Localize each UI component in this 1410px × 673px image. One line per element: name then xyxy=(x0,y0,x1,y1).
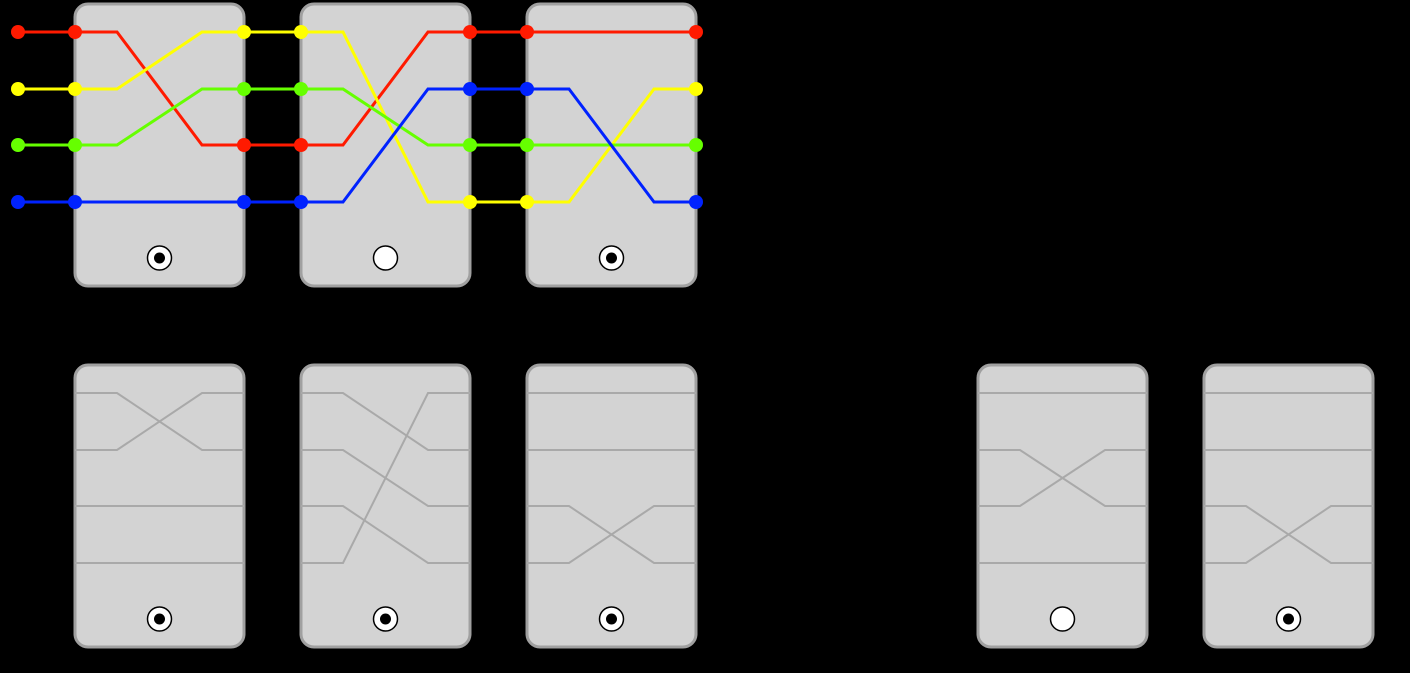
card-8-wire-3 xyxy=(1204,505,1373,564)
wire-yellow-node-5 xyxy=(520,195,534,209)
wire-green xyxy=(18,87,696,147)
card-7 xyxy=(976,363,1149,649)
wire-green-node-2 xyxy=(237,82,251,96)
wire-red-node-3 xyxy=(294,138,308,152)
card-6-wire-3 xyxy=(527,505,696,564)
target-icon xyxy=(146,245,173,271)
wire-blue-node-0 xyxy=(11,195,25,209)
card-6 xyxy=(525,363,698,649)
card-4 xyxy=(73,363,246,649)
wire-dots-layer xyxy=(11,25,703,209)
wire-green-node-4 xyxy=(463,138,477,152)
wire-yellow-node-0 xyxy=(11,82,25,96)
card-5-wire-0 xyxy=(301,392,470,451)
wire-blue-node-2 xyxy=(237,195,251,209)
wire-red-node-6 xyxy=(689,25,703,39)
wire-red-node-5 xyxy=(520,25,534,39)
wire-green-node-0 xyxy=(11,138,25,152)
wire-yellow-node-4 xyxy=(463,195,477,209)
colored-wires-layer xyxy=(18,30,696,204)
wire-blue-node-3 xyxy=(294,195,308,209)
circle-icon xyxy=(1049,606,1076,632)
target-icon xyxy=(598,606,625,632)
card-4-wire-1 xyxy=(75,392,244,451)
card-5-wire-2 xyxy=(301,505,470,564)
wire-yellow-node-3 xyxy=(294,25,308,39)
wire-blue-node-4 xyxy=(463,82,477,96)
wire-green-node-6 xyxy=(689,138,703,152)
target-icon xyxy=(598,245,625,271)
wire-green-node-3 xyxy=(294,82,308,96)
circle-icon xyxy=(372,245,399,271)
target-icon xyxy=(1275,606,1302,632)
wire-green-node-5 xyxy=(520,138,534,152)
wire-blue-node-5 xyxy=(520,82,534,96)
target-icon xyxy=(146,606,173,632)
card-8 xyxy=(1202,363,1375,649)
card-5 xyxy=(299,363,472,649)
wire-yellow-node-6 xyxy=(689,82,703,96)
wire-blue xyxy=(18,87,696,204)
wire-yellow-node-1 xyxy=(68,82,82,96)
target-icon xyxy=(372,606,399,632)
card-5-wire-3 xyxy=(301,392,470,564)
wire-blue-node-6 xyxy=(689,195,703,209)
card-7-wire-2 xyxy=(978,449,1147,507)
wire-red-node-4 xyxy=(463,25,477,39)
wire-red-node-0 xyxy=(11,25,25,39)
cards-layer xyxy=(73,2,1375,649)
wire-yellow-node-2 xyxy=(237,25,251,39)
wire-green-node-1 xyxy=(68,138,82,152)
wire-red xyxy=(18,30,696,147)
wire-yellow xyxy=(18,30,696,204)
wire-blue-node-1 xyxy=(68,195,82,209)
wire-red-node-2 xyxy=(237,138,251,152)
wire-red-node-1 xyxy=(68,25,82,39)
